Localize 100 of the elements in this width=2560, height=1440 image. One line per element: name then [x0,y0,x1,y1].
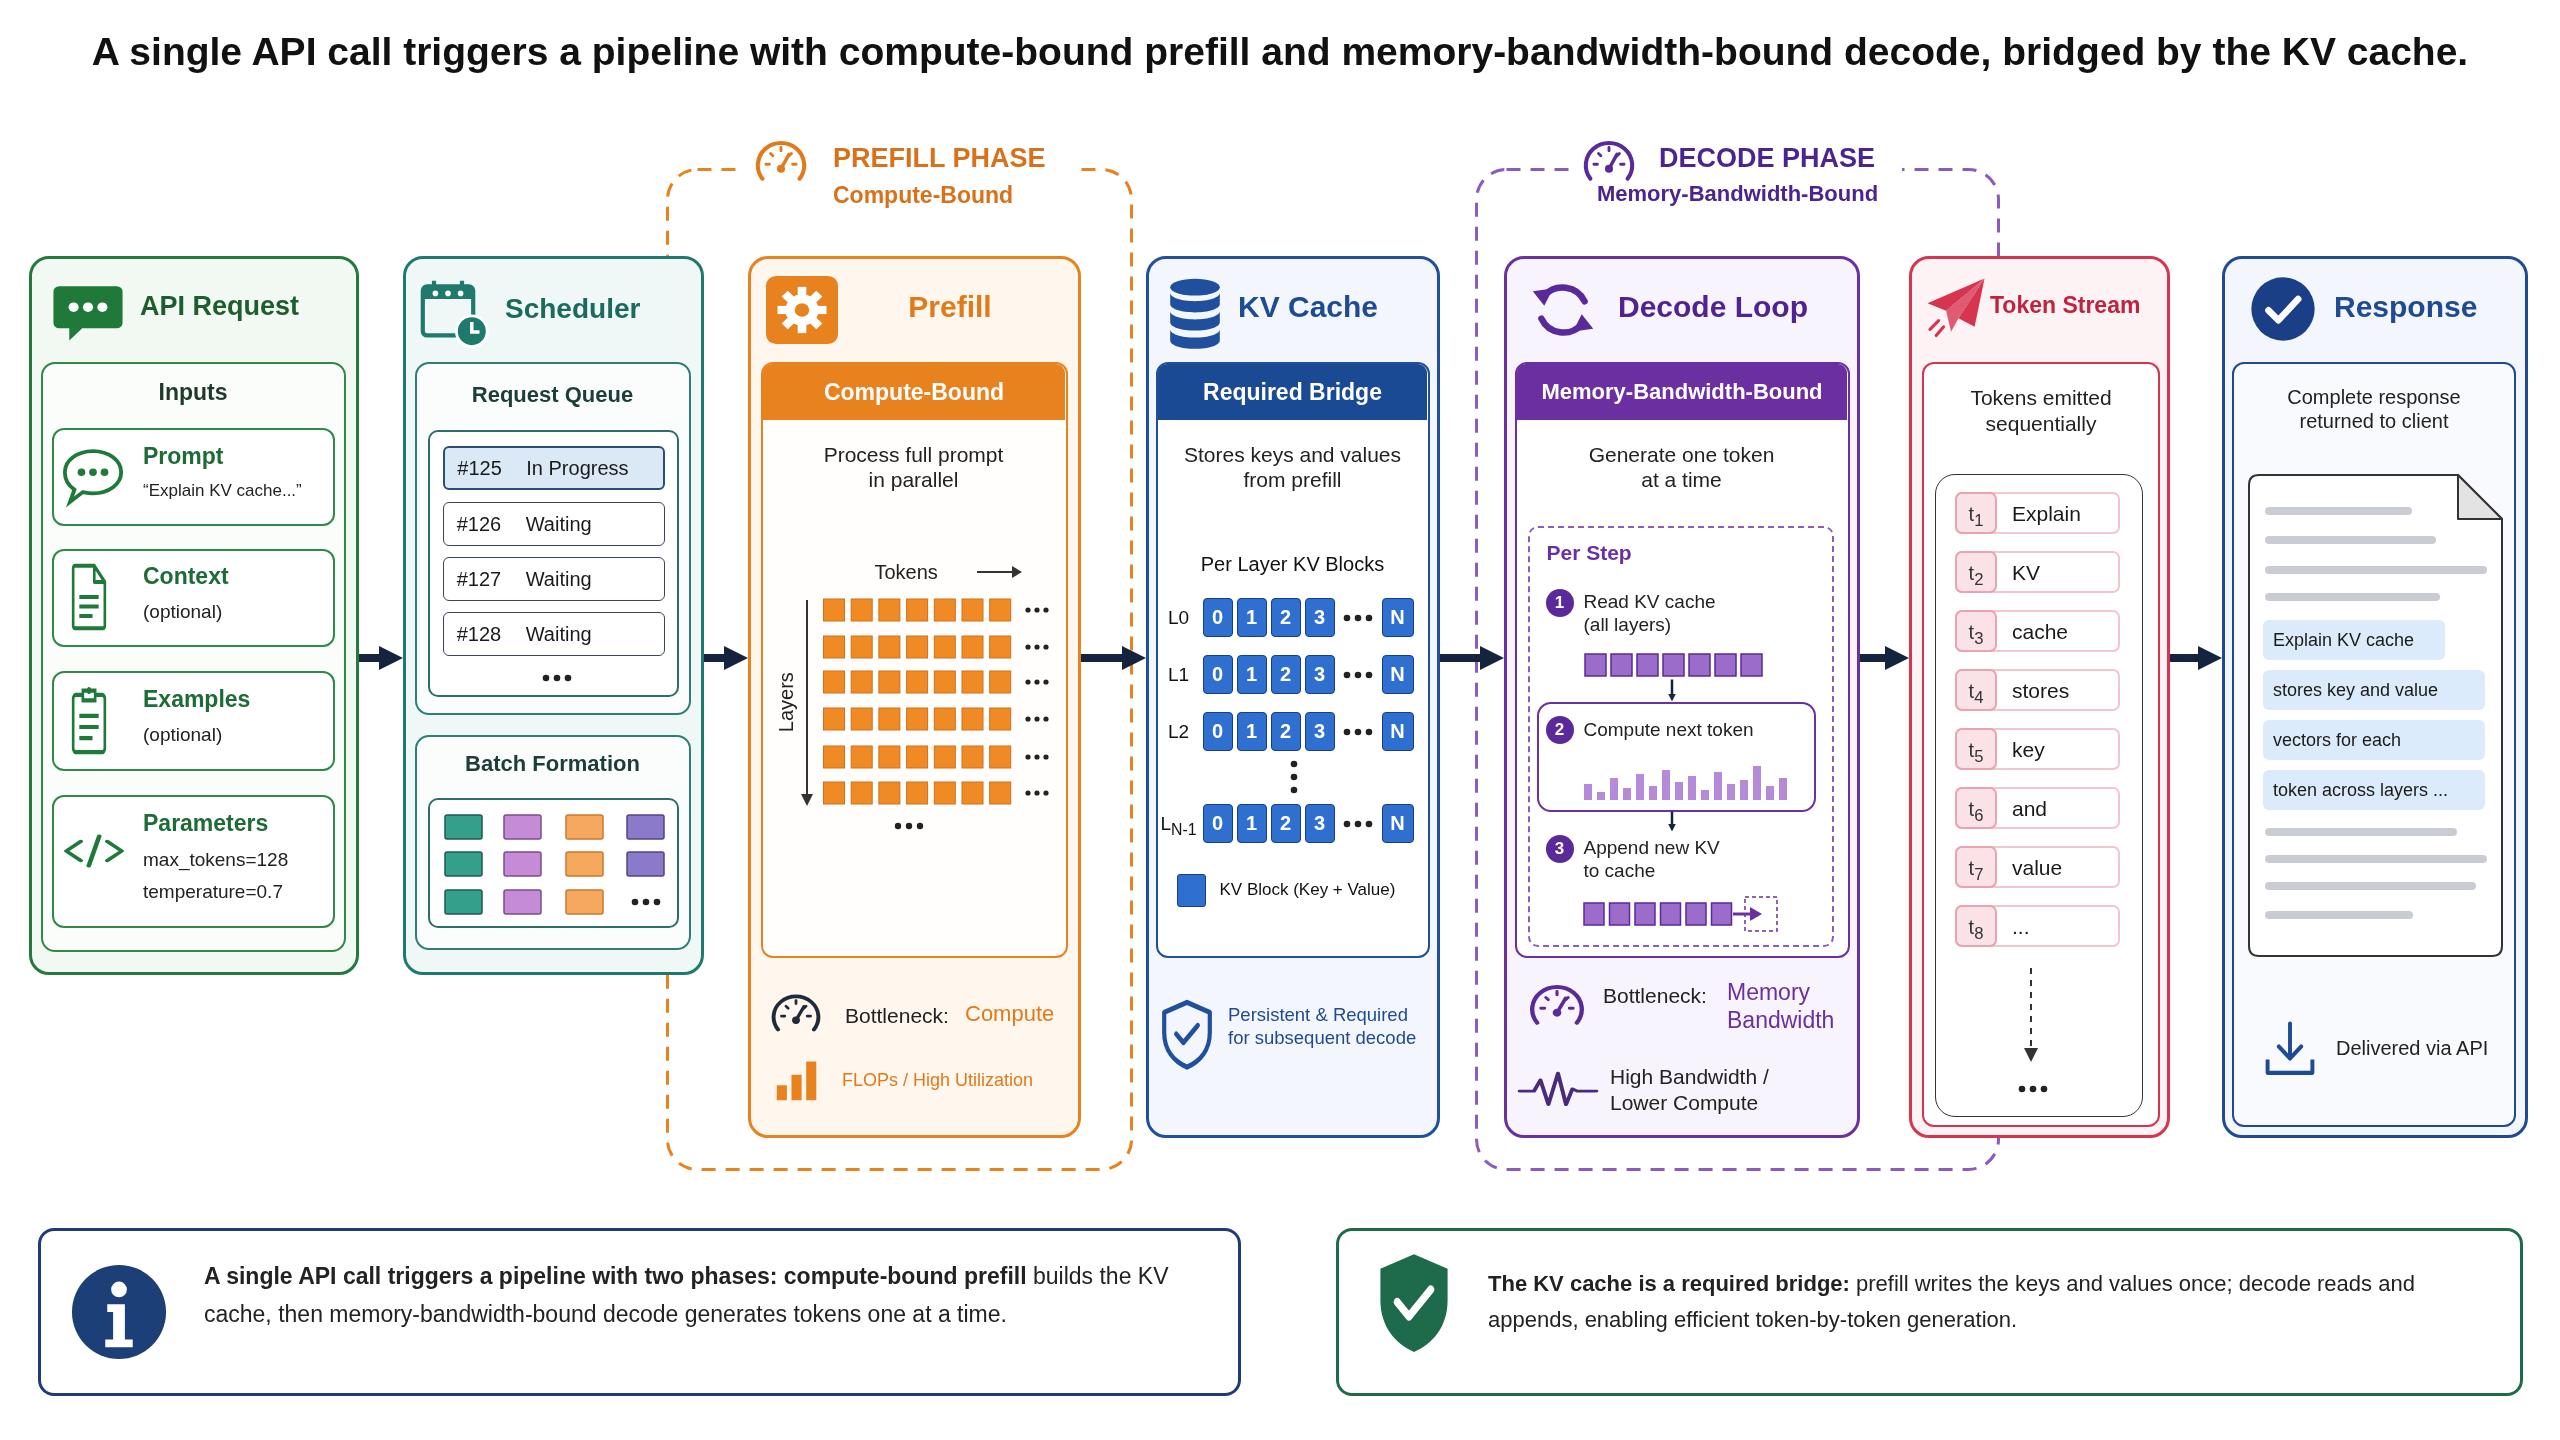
item-title: Parameters [143,809,270,838]
section-panel [415,362,691,715]
row-label: L$_{N-1}$ [1159,811,1198,839]
queue-row [442,445,665,490]
token-index: t$_{5}$ [1955,728,1997,770]
kv-block: 1 [1236,654,1267,694]
section-panel [41,362,346,952]
flow-arrow [359,646,403,670]
bottleneck-value: Memory Bandwidth [1727,978,1836,1035]
token-text: key [2012,737,2046,763]
card-title: Prefill [907,289,993,325]
step-label: Append new KV to cache [1583,835,1721,882]
kv-block: 1 [1236,597,1267,637]
card-title: API Request [140,290,301,323]
item-detail: temperature=0.7 [143,880,284,904]
token-row [1955,669,2120,711]
section-panel [761,362,1068,958]
request-status: In Progress [526,456,630,481]
highlighted-text: token across layers ... [2263,770,2485,810]
token-text: stores [2012,678,2071,704]
phase-title: PREFILL PHASE [833,142,1047,175]
section-panel [2232,362,2516,1127]
token-text: value [2012,855,2064,881]
token-index: t$_{3}$ [1955,610,1997,652]
stage-card [1504,256,1860,1138]
kv-block: N [1381,654,1414,694]
stage-card [1146,256,1440,1138]
note-box [38,1228,1241,1396]
token-text: and [2012,796,2049,822]
highlighted-text: vectors for each [2263,720,2485,760]
panel-description: Generate one token at a time [1587,441,1776,493]
item-title: Context [143,562,230,591]
note-box [1336,1228,2523,1396]
request-status: Waiting [525,621,593,647]
panel-description: Stores keys and values from prefill [1182,441,1403,493]
phase-title: DECODE PHASE [1659,142,1877,175]
diagram-title: A single API call triggers a pipeline with compute-bound prefill and memory-bandwidth-bound decode, bridged by the KV cache. [90,29,2470,75]
kv-block: 2 [1270,654,1301,694]
section-heading: Inputs [157,377,229,406]
axis-label: Layers [773,670,798,734]
token-row [1955,787,2120,829]
panel-description: Process full prompt in parallel [822,441,1005,493]
step-group-box [1527,525,1834,947]
kv-block: 0 [1202,654,1233,694]
step-group-heading: Per Step [1546,539,1633,566]
phase-subtitle: Compute-Bound [833,181,1015,210]
highlighted-text: Explain KV cache [2263,620,2445,660]
request-id: #125 [457,456,503,481]
kv-block: 0 [1202,803,1233,843]
flow-arrow [2170,646,2222,670]
request-id: #127 [456,566,503,592]
step-arrow [1668,811,1676,832]
section-heading: Request Queue [470,381,635,409]
step-label: Read KV cache (all layers) [1583,589,1717,636]
request-status: Waiting [525,566,593,592]
item-detail: max_tokens=128 [143,848,290,872]
kv-block: N [1381,597,1414,637]
kv-block: N [1381,711,1414,751]
queue-row [442,556,665,601]
panel-header: Compute-Bound [763,364,1065,420]
flow-arrow [1440,646,1504,670]
kv-block: 0 [1202,597,1233,637]
item-title: Prompt [143,442,225,471]
axis-label: Tokens [874,559,939,584]
input-item-box [51,548,335,647]
kv-block: 1 [1236,803,1267,843]
item-detail: (optional) [143,600,224,624]
bottleneck-label: Bottleneck: [1603,983,1708,1009]
kv-block: 3 [1304,803,1335,843]
kv-block: 3 [1304,597,1335,637]
kv-block: 2 [1270,597,1301,637]
step-number: 3 [1545,834,1574,863]
token-index: t$_{1}$ [1955,492,1997,534]
item-title: Examples [143,685,252,714]
metric-label: FLOPs / High Utilization [842,1070,1035,1092]
queue-row [442,501,665,546]
input-item-box [51,794,335,928]
step-arrow [1668,679,1676,702]
legend-label: KV Block (Key + Value) [1219,879,1397,901]
card-title: Response [2334,289,2479,325]
card-title: KV Cache [1238,289,1380,325]
token-row [1955,728,2120,770]
card-title: Decode Loop [1618,289,1809,325]
stage-card [2222,256,2528,1138]
step-number: 1 [1545,588,1574,617]
request-id: #126 [456,511,503,537]
token-row [1955,492,2120,534]
input-item-box [51,670,335,771]
token-index: t$_{4}$ [1955,669,1997,711]
section-panel [1515,362,1850,958]
stage-card [403,256,704,975]
grid-heading: Per Layer KV Blocks [1199,551,1386,576]
token-index: t$_{2}$ [1955,551,1997,593]
token-row [1955,905,2120,947]
token-text: ... [2012,914,2031,940]
token-text: KV [2012,560,2041,586]
card-note: Persistent & Required for subsequent decode [1228,1004,1418,1050]
item-detail: (optional) [143,723,224,747]
step-box [1536,701,1816,812]
token-index: t$_{8}$ [1955,905,1997,947]
